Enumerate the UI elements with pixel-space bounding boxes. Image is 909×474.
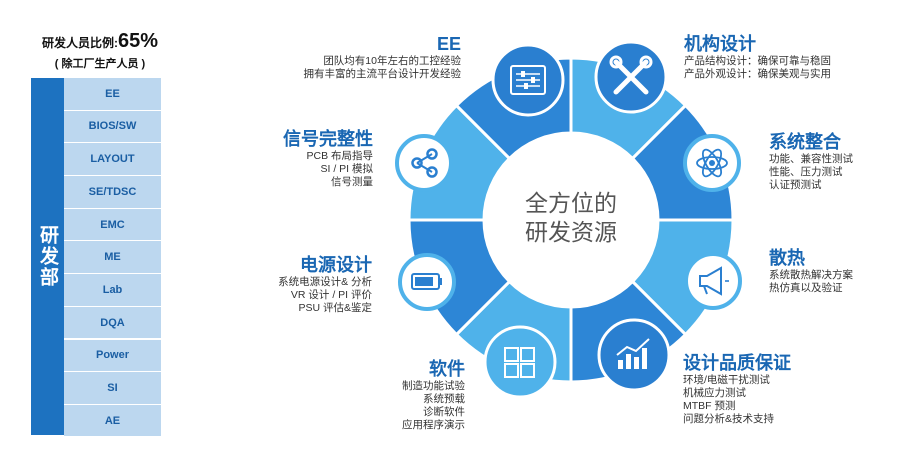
cap-ee: EE 团队均有10年左右的工控经验 拥有丰富的主流平台设计开发经验 — [304, 33, 462, 81]
center-circle — [498, 147, 644, 293]
dept-item-bios: BIOS/SW — [64, 110, 161, 143]
chart-icon — [597, 318, 671, 392]
department-bar: 研发部 — [31, 78, 64, 435]
dept-item-lab: Lab — [64, 274, 161, 306]
cap-ee-line-2: 拥有丰富的主流平台设计开发经验 — [303, 68, 462, 80]
sliders-icon — [491, 43, 565, 117]
dept-item-power: Power — [64, 339, 161, 371]
staff-ratio: 研发人员比例:65% — [36, 30, 164, 53]
cap-quality: 设计品质保证 环境/电磁干扰测试 机械应力测试 MTBF 预测 问题分析&技术支… — [683, 352, 791, 426]
megaphone-icon — [684, 252, 742, 310]
dept-item-si: SI — [64, 372, 161, 404]
cap-ee-title: EE — [436, 34, 461, 54]
dept-item-layout: LAYOUT — [64, 143, 161, 175]
cap-mech-title: 机构设计 — [684, 34, 756, 54]
center-line-2: 研发资源 — [525, 220, 617, 246]
cap-signal: 信号完整性 PCB 布局指导 SI / PI 模拟 信号测量 — [283, 128, 373, 189]
dept-item-ae: AE — [64, 404, 161, 437]
dept-item-emc: EMC — [64, 208, 161, 241]
cap-sysint-line-2: 性能、压力测试 — [769, 166, 843, 178]
cap-mech-line-1: 产品结构设计：确保可靠与稳固 — [684, 55, 831, 67]
cap-ee-line-1: 团队均有10年左右的工控经验 — [323, 55, 461, 67]
tools-icon — [594, 40, 668, 114]
cap-software-title: 软件 — [429, 359, 465, 379]
cap-sysint-line-1: 功能、兼容性测试 — [769, 153, 853, 165]
cap-software: 软件 制造功能试验 系统预载 诊断软件 应用程序演示 — [402, 358, 465, 432]
cap-signal-title: 信号完整性 — [283, 129, 373, 149]
department-items: EE BIOS/SW LAYOUT SE/TDSC EMC ME Lab DQA… — [64, 78, 161, 438]
cap-sysint-title: 系统整合 — [769, 132, 841, 152]
cap-power-line-1: 系统电源设计& 分析 — [278, 276, 372, 288]
cap-thermal-line-1: 系统散热解决方案 — [769, 269, 853, 281]
cap-quality-line-2: 机械应力测试 — [683, 387, 746, 399]
windows-icon — [483, 325, 557, 399]
cap-thermal: 散热 系统散热解决方案 热仿真以及验证 — [769, 247, 853, 295]
cap-quality-title: 设计品质保证 — [683, 353, 791, 373]
dept-item-dqa: DQA — [64, 306, 161, 339]
atom-icon — [683, 134, 741, 192]
battery-icon — [398, 253, 456, 311]
dept-item-ee: EE — [64, 78, 161, 110]
department-name: 研发部 — [37, 225, 58, 288]
cap-power-line-3: PSU 评估&鉴定 — [298, 302, 372, 314]
center-line-1: 全方位的 — [525, 191, 617, 217]
cap-signal-line-1: PCB 布局指导 — [306, 150, 373, 162]
cap-thermal-line-2: 热仿真以及验证 — [769, 282, 843, 294]
staff-ratio-note: ( 除工厂生产人员 ) — [54, 58, 146, 70]
staff-ratio-label: 研发人员比例: — [41, 36, 118, 50]
cap-software-line-1: 制造功能试验 — [402, 380, 465, 392]
cap-mech: 机构设计 产品结构设计：确保可靠与稳固 产品外观设计：确保美观与实用 — [684, 33, 831, 81]
cap-sysint: 系统整合 功能、兼容性测试 性能、压力测试 认证预测试 — [769, 131, 853, 192]
cap-sysint-line-3: 认证预测试 — [769, 179, 822, 191]
cap-signal-line-2: SI / PI 模拟 — [320, 163, 373, 175]
staff-ratio-value: 65% — [117, 30, 159, 52]
cap-power-title: 电源设计 — [300, 255, 372, 275]
cap-power: 电源设计 系统电源设计& 分析 VR 设计 / PI 评价 PSU 评估&鉴定 — [278, 254, 372, 315]
dept-item-me: ME — [64, 241, 161, 273]
cap-quality-line-1: 环境/电磁干扰测试 — [683, 374, 770, 386]
cap-software-line-3: 诊断软件 — [423, 406, 465, 418]
cap-software-line-4: 应用程序演示 — [402, 419, 465, 431]
cap-power-line-2: VR 设计 / PI 评价 — [290, 289, 372, 301]
share-icon — [395, 134, 453, 192]
cap-signal-line-3: 信号测量 — [331, 176, 373, 188]
dept-item-se: SE/TDSC — [64, 176, 161, 208]
cap-mech-line-2: 产品外观设计：确保美观与实用 — [684, 68, 831, 80]
cap-software-line-2: 系统预载 — [423, 393, 465, 405]
cap-quality-line-3: MTBF 预测 — [683, 400, 736, 412]
cap-quality-line-4: 问题分析&技术支持 — [683, 413, 775, 425]
cap-thermal-title: 散热 — [769, 248, 805, 268]
